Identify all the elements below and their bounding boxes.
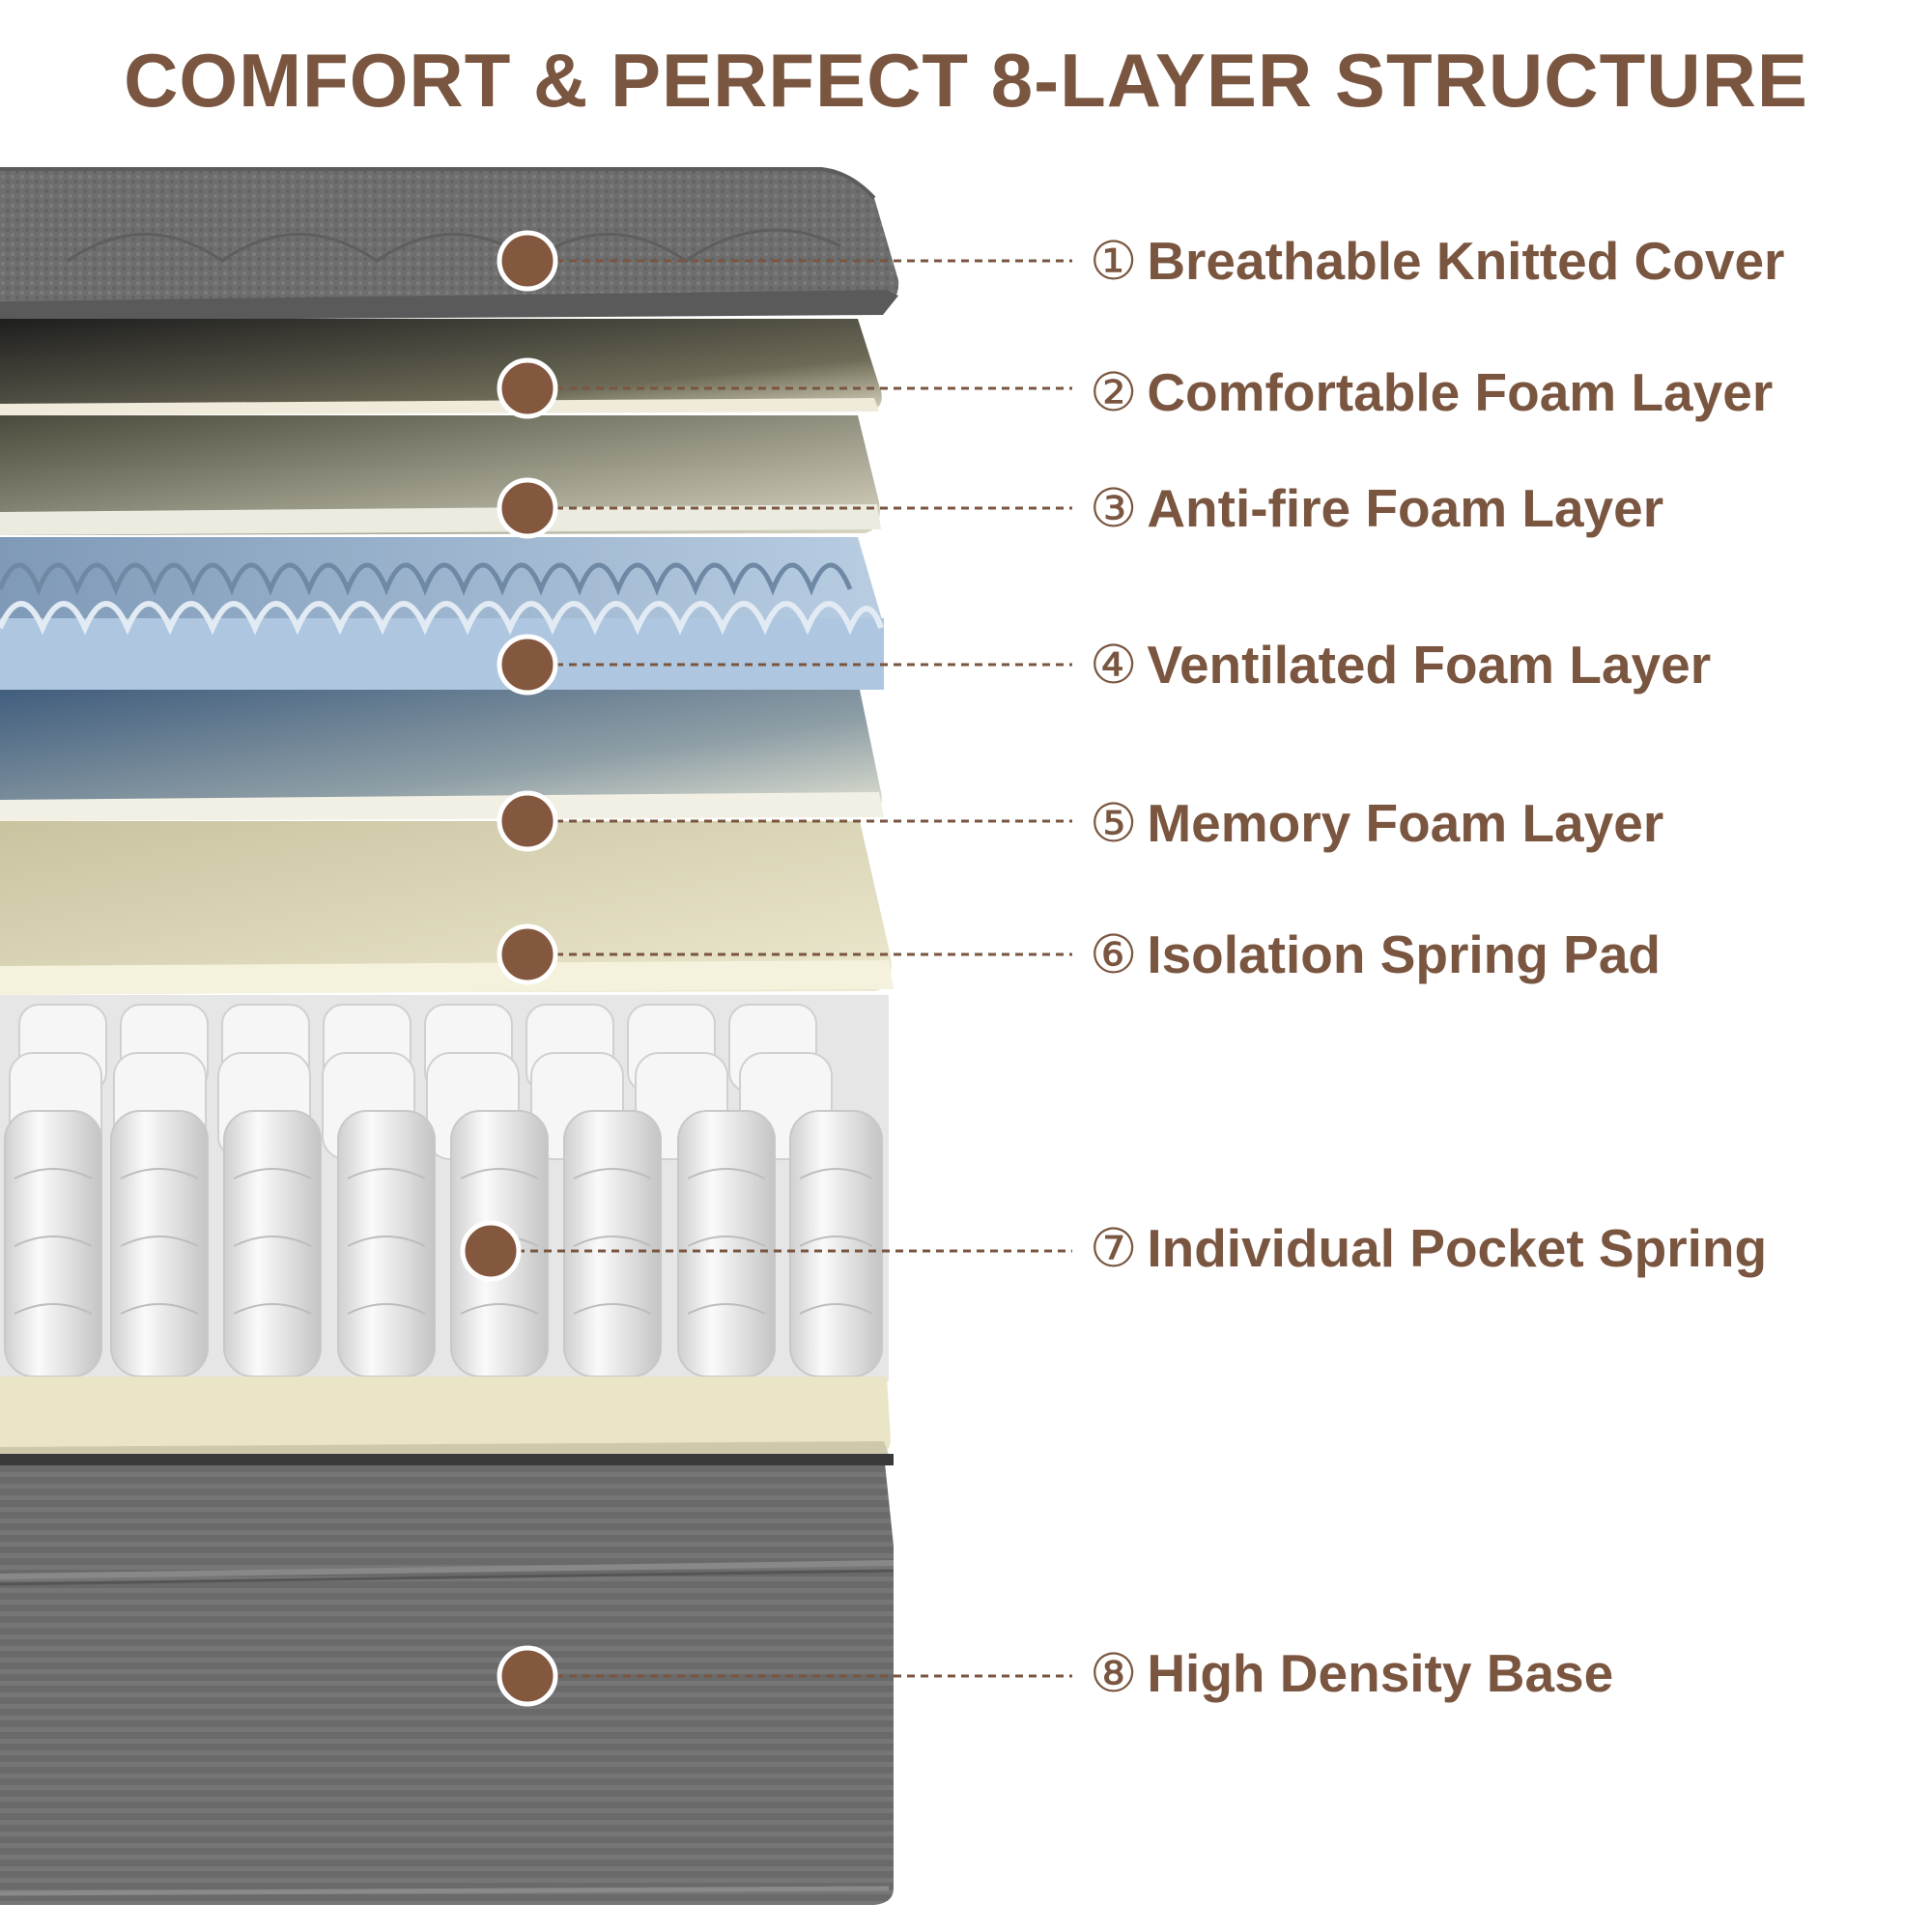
callout-lines [517,259,1072,1678]
layer-label-8: ⑧ High Density Base [1090,1634,1613,1712]
anti-fire-foam-layer [0,415,881,535]
pocket-spring-layer [0,995,891,1461]
layer-number: ⑥ [1090,923,1138,985]
layer-label-3: ③ Anti-fire Foam Layer [1090,469,1663,547]
layer-number: ④ [1090,634,1138,696]
marker-2 [497,357,558,419]
comfortable-foam-layer [0,319,882,415]
layer-label-4: ④ Ventilated Foam Layer [1090,626,1711,703]
layer-name: High Density Base [1147,1643,1614,1703]
marker-5 [497,790,558,852]
callout-markers [460,230,558,1707]
layer-name: Isolation Spring Pad [1147,924,1662,984]
layer-number: ⑧ [1090,1642,1138,1704]
layer-name: Individual Pocket Spring [1147,1218,1768,1278]
marker-8 [497,1645,558,1707]
knitted-cover-layer [0,167,899,321]
layer-number: ① [1090,230,1138,292]
marker-3 [497,477,558,539]
layer-number: ⑦ [1090,1217,1138,1279]
layer-number: ⑤ [1090,792,1138,854]
layer-label-5: ⑤ Memory Foam Layer [1090,784,1663,862]
ventilated-foam-layer [0,537,884,690]
memory-foam-layer [0,690,884,821]
marker-7 [460,1220,522,1282]
layer-number: ② [1090,361,1138,423]
layer-label-1: ① Breathable Knitted Cover [1090,222,1784,299]
marker-4 [497,634,558,696]
layer-name: Breathable Knitted Cover [1147,231,1785,291]
marker-6 [497,923,558,985]
isolation-spring-pad [0,821,894,995]
layer-name: Anti-fire Foam Layer [1147,478,1664,538]
layer-number: ③ [1090,477,1138,539]
layer-label-2: ② Comfortable Foam Layer [1090,354,1773,431]
marker-1 [497,230,558,292]
layer-label-7: ⑦ Individual Pocket Spring [1090,1209,1767,1287]
page-title: COMFORT & PERFECT 8-LAYER STRUCTURE [124,38,1808,123]
high-density-base [0,1454,895,1905]
layer-label-6: ⑥ Isolation Spring Pad [1090,916,1661,993]
layer-name: Memory Foam Layer [1147,793,1664,853]
layer-name: Comfortable Foam Layer [1147,362,1774,422]
layer-name: Ventilated Foam Layer [1147,635,1712,695]
